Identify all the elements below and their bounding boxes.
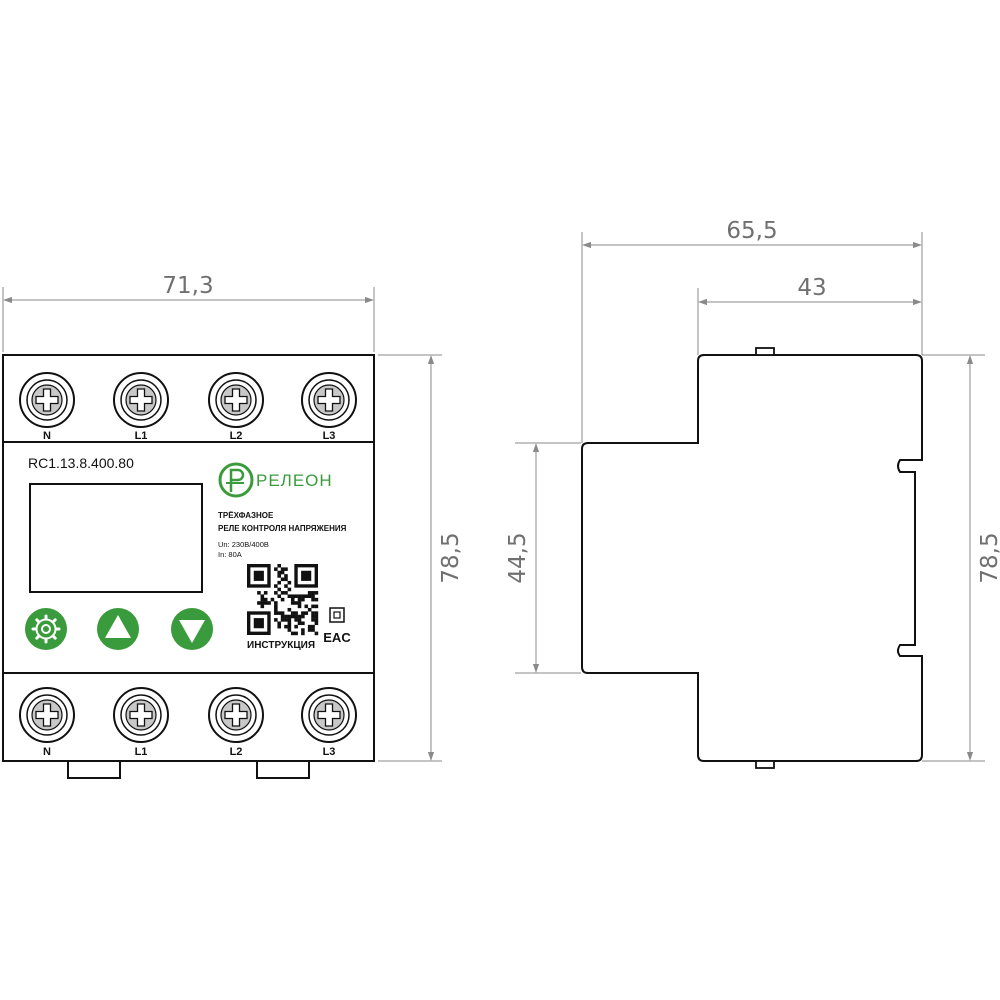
top-terminal-l3[interactable]: L3 <box>301 372 357 442</box>
brand-logo-icon <box>218 462 254 498</box>
side-bottom-tab <box>755 760 775 769</box>
side-height-dimension: 78,5 <box>966 355 1000 761</box>
gear-icon <box>31 614 61 644</box>
top-terminal-n[interactable]: N <box>19 372 75 442</box>
product-title-line1: ТРЁХФАЗНОЕ <box>218 511 274 520</box>
side-view: 65,5 43 44,5 78,5 <box>505 218 1000 769</box>
cert-mark-square-icon <box>329 607 345 623</box>
bottom-terminal-l2[interactable]: L2 <box>208 687 264 758</box>
terminal-label: L1 <box>135 430 148 442</box>
up-button[interactable] <box>97 608 139 650</box>
settings-button[interactable] <box>25 608 67 650</box>
bottom-terminal-l1[interactable]: L1 <box>113 687 169 758</box>
terminal-label: L3 <box>323 746 336 758</box>
eac-mark: EAC <box>323 630 351 645</box>
front-width-label: 71,3 <box>162 273 213 299</box>
rated-current: In: 80A <box>218 550 242 559</box>
side-front-height-label: 44,5 <box>505 532 531 583</box>
terminal-screw-icon <box>301 372 357 428</box>
front-height-dimension: 78,5 <box>427 355 464 761</box>
front-view: 71,3 78,5 N L1 L2 L3 R <box>2 273 464 779</box>
front-height-label: 78,5 <box>438 532 464 583</box>
side-total-depth-label: 65,5 <box>726 218 777 244</box>
qr-code-icon[interactable] <box>247 564 319 636</box>
din-clip-left <box>67 760 121 779</box>
din-clip-right <box>256 760 310 779</box>
terminal-screw-icon <box>301 687 357 743</box>
rated-voltage: Un: 230В/400В <box>218 540 269 549</box>
side-profile <box>581 354 923 762</box>
terminal-screw-icon <box>113 687 169 743</box>
top-terminal-l1[interactable]: L1 <box>113 372 169 442</box>
lcd-display <box>29 483 203 593</box>
top-terminal-l2[interactable]: L2 <box>208 372 264 442</box>
side-depth-label: 43 <box>797 275 826 301</box>
side-height-label: 78,5 <box>977 532 1000 583</box>
product-title-line2: РЕЛЕ КОНТРОЛЯ НАПРЯЖЕНИЯ <box>218 524 347 533</box>
side-total-depth-dimension: 65,5 <box>582 218 922 249</box>
terminal-label: N <box>43 430 51 442</box>
side-depth-dimension: 43 <box>698 275 922 306</box>
front-width-dimension: 71,3 <box>3 273 374 304</box>
arrow-up-icon <box>105 615 131 638</box>
bottom-terminal-n[interactable]: N <box>19 687 75 758</box>
eac-mark-icon: EAC <box>323 627 351 645</box>
terminal-label: L2 <box>230 746 243 758</box>
arrow-down-icon <box>179 620 205 643</box>
terminal-label: L3 <box>323 430 336 442</box>
terminal-label: L1 <box>135 746 148 758</box>
terminal-label: N <box>43 746 51 758</box>
down-button[interactable] <box>171 608 213 650</box>
model-number: RC1.13.8.400.80 <box>28 455 134 471</box>
terminal-screw-icon <box>208 687 264 743</box>
terminal-screw-icon <box>19 372 75 428</box>
bottom-terminal-l3[interactable]: L3 <box>301 687 357 758</box>
qr-caption: ИНСТРУКЦИЯ <box>247 640 315 651</box>
brand-name: РЕЛЕОН <box>256 471 333 490</box>
terminal-screw-icon <box>113 372 169 428</box>
qr-modules <box>247 564 319 636</box>
side-front-height-dimension: 44,5 <box>505 443 540 673</box>
brand-logo: РЕЛЕОН <box>218 462 333 498</box>
terminal-screw-icon <box>208 372 264 428</box>
side-top-tab <box>755 347 775 356</box>
terminal-screw-icon <box>19 687 75 743</box>
terminal-label: L2 <box>230 430 243 442</box>
